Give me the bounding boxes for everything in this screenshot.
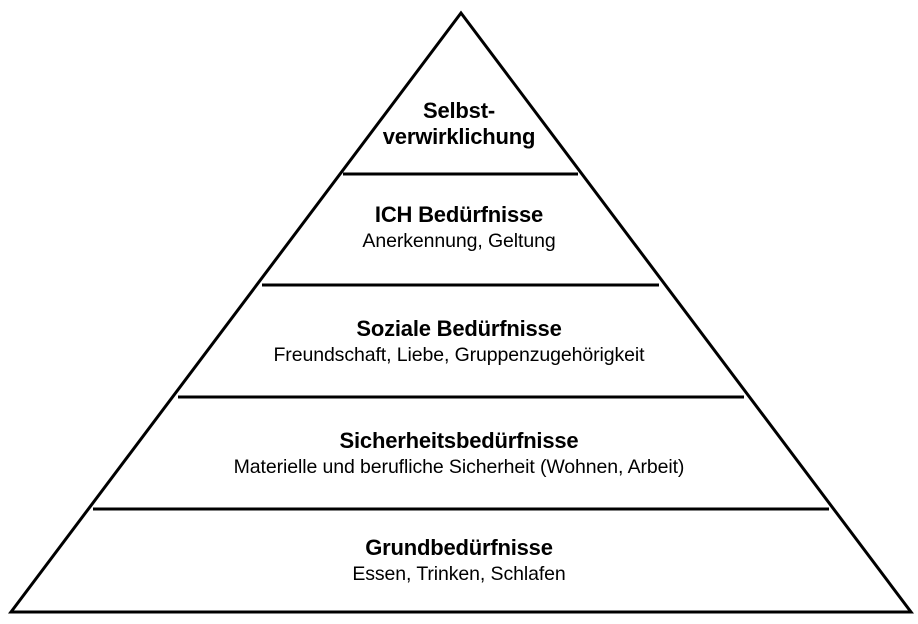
- pyramid-level-self-actualization: Selbst- verwirklichung: [0, 98, 918, 150]
- level-4-title: ICH Bedürfnisse: [374, 202, 544, 227]
- level-3-title: Soziale Bedürfnisse: [356, 316, 562, 341]
- level-3-subtitle: Freundschaft, Liebe, Gruppenzugehörigkei…: [273, 343, 645, 366]
- level-4-subtitle: Anerkennung, Geltung: [362, 229, 556, 252]
- level-5-title-line2: verwirklichung: [382, 123, 536, 149]
- pyramid-level-social: Soziale Bedürfnisse Freundschaft, Liebe,…: [0, 316, 918, 366]
- level-1-title: Grundbedürfnisse: [365, 535, 553, 560]
- pyramid-level-safety: Sicherheitsbedürfnisse Materielle und be…: [0, 428, 918, 478]
- pyramid-level-esteem: ICH Bedürfnisse Anerkennung, Geltung: [0, 202, 918, 252]
- level-1-subtitle: Essen, Trinken, Schlafen: [352, 562, 566, 585]
- pyramid-triangle: [7, 10, 915, 614]
- level-2-subtitle: Materielle und berufliche Sicherheit (Wo…: [233, 455, 685, 478]
- pyramid-level-physiological: Grundbedürfnisse Essen, Trinken, Schlafe…: [0, 535, 918, 585]
- level-5-title-line1: Selbst-: [423, 98, 495, 123]
- level-2-title: Sicherheitsbedürfnisse: [339, 428, 579, 453]
